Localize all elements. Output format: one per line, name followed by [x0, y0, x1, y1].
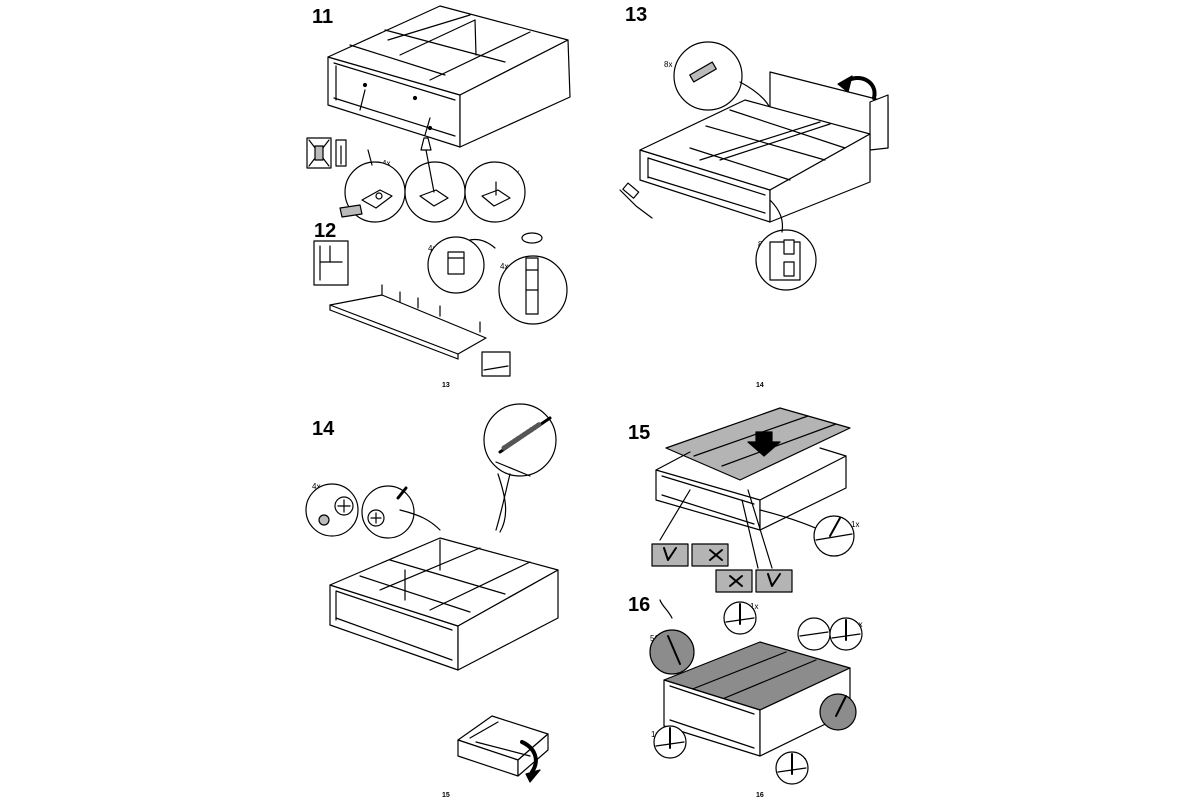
step-number-15: 15: [628, 422, 651, 444]
step-number-11: 11: [312, 6, 334, 28]
page-number-15: 15: [442, 792, 450, 799]
detail-circle-cam-screw: [305, 483, 359, 537]
step-15-drawing: [651, 407, 855, 593]
page-number-14: 14: [756, 382, 764, 389]
bottom-panel: [329, 294, 487, 355]
detail-circle-nail: [813, 515, 855, 557]
step-16-drawing: [649, 599, 863, 785]
panel-edge-detail: [481, 351, 511, 377]
step-13-drawing: [619, 41, 889, 291]
detail-circle-nails-56: [649, 629, 695, 675]
qty-label-s12-dowel: 4x: [500, 262, 509, 271]
step-11-drawing: [306, 5, 571, 223]
no-screwdriver-icon: [306, 137, 332, 169]
tile-wrong-a: [691, 543, 729, 567]
qty-label-s11-left: 4x: [382, 159, 391, 168]
page-number-16: 16: [756, 792, 764, 799]
mini-carcass-icon: [313, 240, 349, 286]
step-number-16: 16: [628, 594, 651, 616]
qty-label-s16-a: 1x: [750, 602, 759, 611]
carcass-13-side: [769, 133, 871, 223]
qty-label-s12-cam: 4x: [428, 244, 437, 253]
detail-circle-dowel-pins: [673, 41, 743, 111]
down-arrow-icon: [747, 431, 781, 457]
tile-ok-b: [755, 569, 793, 593]
hammer-icon: [622, 182, 640, 199]
flip-arrow-icon: [520, 740, 538, 774]
carcass-14-side: [457, 569, 559, 671]
step-14-drawing: [305, 403, 559, 783]
step-number-14: 14: [312, 418, 335, 440]
step-12-drawing: [313, 232, 568, 377]
screw-icon: [335, 139, 347, 167]
step-number-13: 13: [625, 4, 648, 26]
page-number-13: 13: [442, 382, 450, 389]
qty-label-s15-nail: 1x: [851, 520, 860, 529]
qty-label-s13-dowel: 8x: [664, 60, 673, 69]
side-panel-right: [869, 94, 889, 151]
step-number-12: 12: [314, 220, 337, 242]
tile-ok-a: [651, 543, 689, 567]
carcass-right-panel: [459, 39, 571, 148]
carcass-15-side: [759, 455, 847, 531]
detail-circle-screwdriver-14: [361, 485, 415, 539]
tile-wrong-b: [715, 569, 753, 593]
qty-label-s14-cam: 4x: [312, 482, 321, 491]
